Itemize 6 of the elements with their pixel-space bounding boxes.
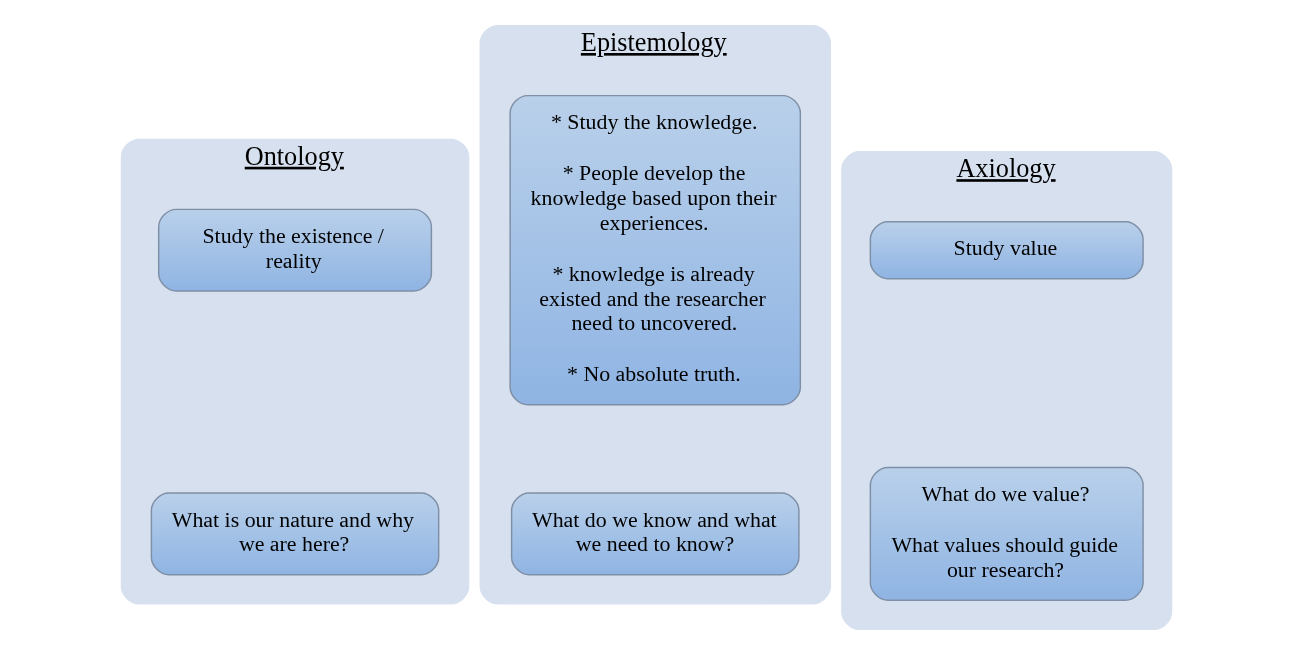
node-box: What do we know and what we need to know? [510,492,800,576]
node-box: Study value [869,221,1144,280]
node-box: What is our nature and why we are here? [150,492,440,576]
node-box: What do we value? What values should guide our research? [869,466,1144,601]
node-box: Study the existence / reality [157,208,433,292]
node-box: * Study the knowledge. * People develop the knowledge based upon their experiences. * knowledge is already existed and the researcher need to uncovered. * No absolute truth. [509,94,802,406]
